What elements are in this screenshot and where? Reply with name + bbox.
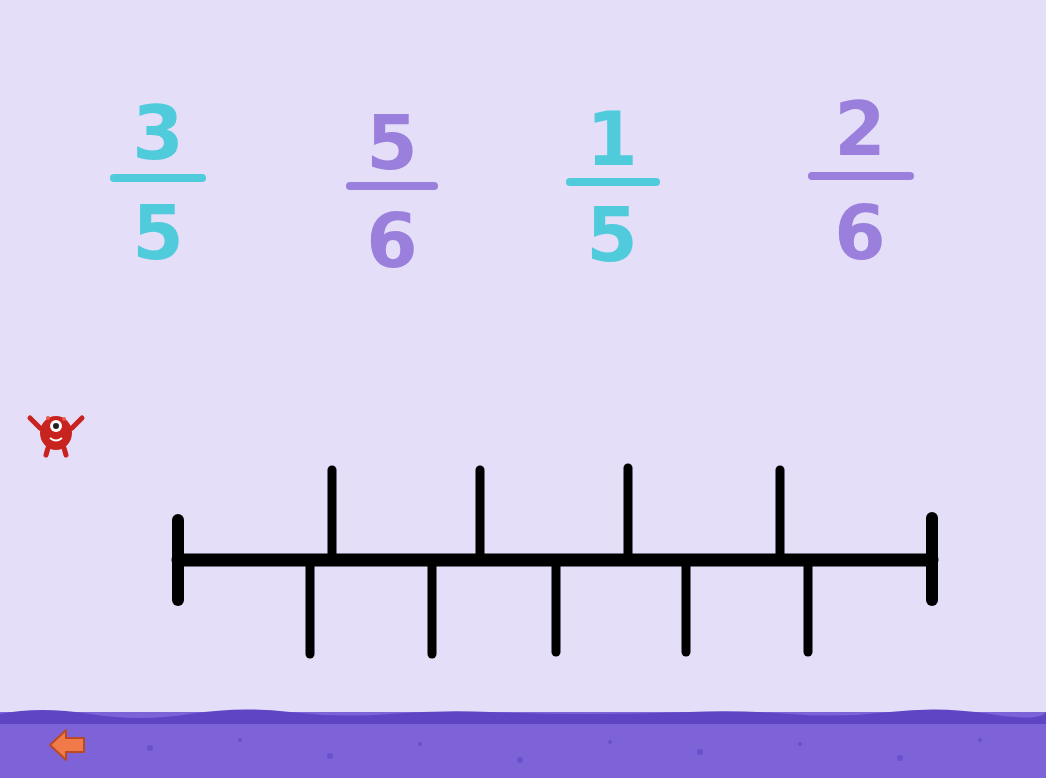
- monster-sprite: [30, 416, 82, 455]
- fraction-numerator: 2: [800, 92, 920, 166]
- back-arrow: [50, 730, 84, 760]
- fraction-denominator: 6: [332, 204, 452, 278]
- fraction-denominator: 6: [800, 196, 920, 270]
- ground: [0, 709, 1046, 778]
- fraction-numerator: 1: [552, 102, 672, 176]
- fraction-denominator: 5: [98, 196, 218, 270]
- fraction-numerator: 3: [98, 96, 218, 170]
- number-line: [178, 468, 932, 654]
- fraction-denominator: 5: [552, 198, 672, 272]
- fraction-numerator: 5: [332, 106, 452, 180]
